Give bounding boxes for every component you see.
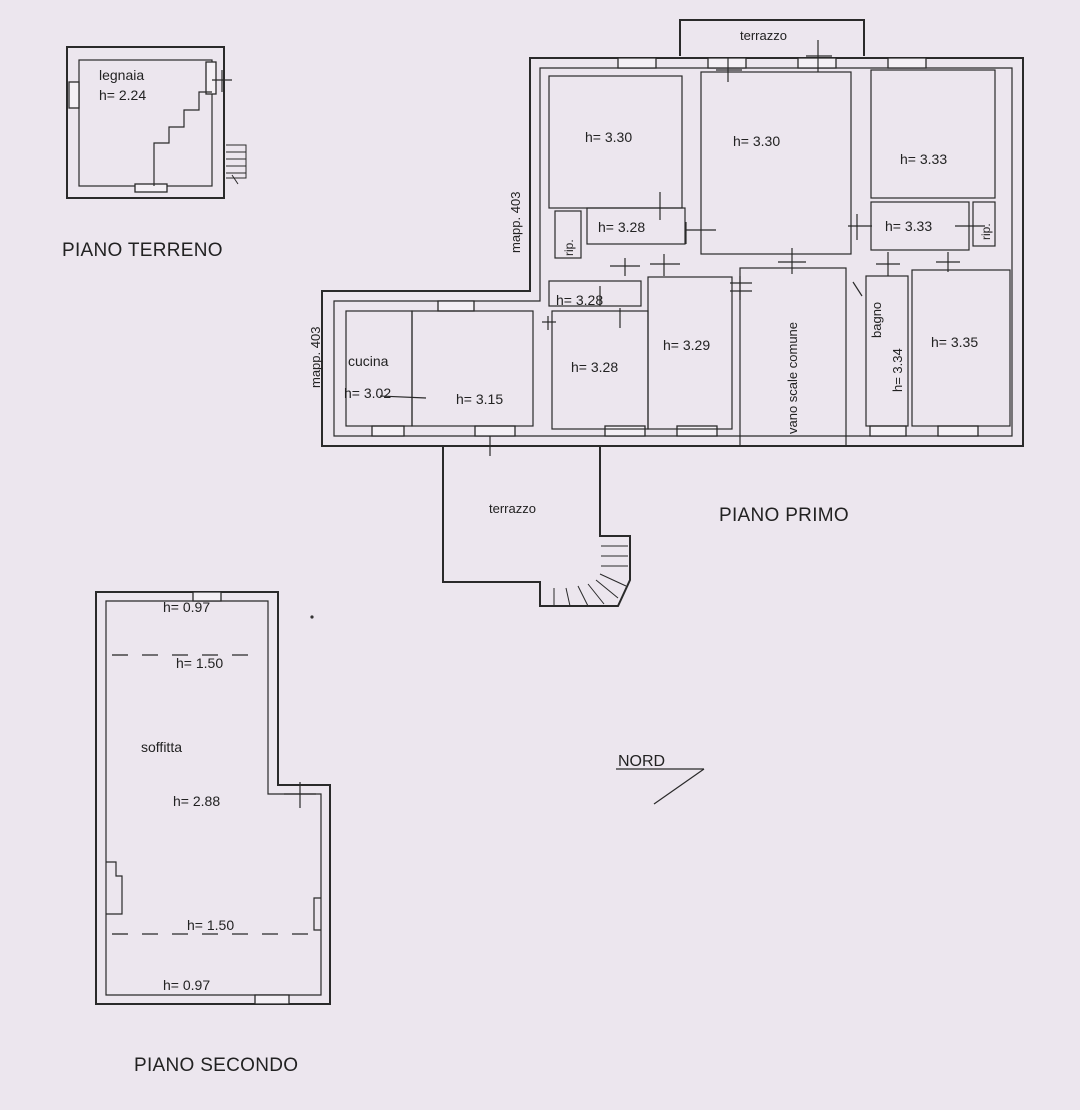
- door-marks: [379, 40, 985, 456]
- legnaia-window-bottom: [134, 183, 168, 193]
- second-floor-plan: h= 0.97 h= 1.50 soffitta h= 2.88 h= 1.50…: [95, 591, 331, 1076]
- cucina-label: cucina: [348, 353, 389, 369]
- window-bottom-4: [676, 425, 718, 437]
- nord-label: NORD: [618, 753, 665, 770]
- vano-scale-label: vano scale comune: [785, 322, 800, 434]
- soffitta-inner-wall: [105, 600, 322, 996]
- window-top-2: [707, 57, 747, 69]
- cucina-height: h= 3.02: [344, 385, 391, 401]
- ground-floor-plan: legnaia h= 2.24 PIANO TERRENO: [62, 46, 247, 261]
- room-3-height: h= 3.33: [900, 151, 947, 167]
- soffitta-h-mid: h= 2.88: [173, 793, 220, 809]
- bagno-label: bagno: [869, 302, 884, 338]
- window-bottom-2: [474, 425, 516, 437]
- terrazzo-bottom-outline: [442, 446, 631, 607]
- bagno-room: [865, 275, 909, 427]
- room-3: [870, 69, 996, 199]
- soffitta-h-top: h= 0.97: [163, 599, 210, 615]
- soffitta-outer-wall: [95, 591, 331, 1005]
- legnaia-outer-wall: [66, 46, 225, 199]
- terrazzo-top-label: terrazzo: [740, 28, 787, 43]
- soffitta-window-top: [192, 591, 222, 602]
- window-top-3: [797, 57, 837, 69]
- window-soggiorno-top: [437, 300, 475, 312]
- soffitta-niche: [313, 897, 321, 931]
- window-bottom-1: [371, 425, 405, 437]
- soffitta-h-upper: h= 1.50: [176, 655, 223, 671]
- room-2: [700, 71, 852, 255]
- first-floor-outer-wall: [321, 57, 1024, 447]
- legnaia-door: [205, 61, 217, 95]
- room-1-height: h= 3.30: [585, 129, 632, 145]
- room-6: [911, 269, 1011, 427]
- window-bottom-5: [869, 425, 907, 437]
- window-bottom-6: [937, 425, 979, 437]
- legnaia-window-left: [68, 81, 80, 109]
- legnaia-height: h= 2.24: [99, 87, 146, 103]
- room-4-height: h= 3.28: [571, 359, 618, 375]
- room-5-height: h= 3.29: [663, 337, 710, 353]
- soggiorno-height: h= 3.15: [456, 391, 503, 407]
- soffitta-h-lower: h= 1.50: [187, 917, 234, 933]
- corridor-left-height: h= 3.28: [598, 219, 645, 235]
- piano-primo-title: PIANO PRIMO: [719, 505, 849, 526]
- mapp-lower-label: mapp. 403: [308, 327, 323, 388]
- window-bottom-3: [604, 425, 646, 437]
- small-hall-height: h= 3.28: [556, 292, 603, 308]
- exterior-stair-icon: [226, 144, 247, 185]
- ripostiglio-left: [554, 210, 582, 259]
- soffitta-window-bottom: [254, 994, 290, 1005]
- corridor-right-height: h= 3.33: [885, 218, 932, 234]
- piano-terreno-title: PIANO TERRENO: [62, 240, 223, 261]
- room-5: [647, 276, 733, 430]
- legnaia-internal-stair: [153, 91, 212, 186]
- corridor-left: [586, 207, 686, 245]
- north-arrow: NORD: [616, 753, 705, 805]
- window-top-1: [617, 57, 657, 69]
- ripostiglio-right-label: rip.: [979, 223, 993, 240]
- first-floor-inner-wall: [333, 67, 1013, 437]
- legnaia-label: legnaia: [99, 67, 144, 83]
- mapp-upper-label: mapp. 403: [508, 192, 523, 253]
- soffitta-label: soffitta: [141, 739, 182, 755]
- spiral-stair-icon: [553, 535, 628, 607]
- soffitta-h-bottom: h= 0.97: [163, 977, 210, 993]
- stray-dot: [310, 615, 314, 619]
- ripostiglio-right: [972, 201, 996, 247]
- north-arrow-icon: [653, 768, 705, 805]
- soffitta-chimney: [106, 861, 123, 915]
- room-2-height: h= 3.30: [733, 133, 780, 149]
- soggiorno-room: [411, 310, 534, 427]
- small-hall: [548, 280, 642, 307]
- ripostiglio-left-label: rip.: [562, 239, 576, 256]
- room-6-height: h= 3.35: [931, 334, 978, 350]
- window-top-4: [887, 57, 927, 69]
- first-floor-plan: terrazzo: [308, 19, 1024, 607]
- piano-secondo-title: PIANO SECONDO: [134, 1055, 298, 1076]
- terrazzo-bottom-label: terrazzo: [489, 501, 536, 516]
- vano-scale-room: [739, 267, 847, 447]
- bagno-height: h= 3.34: [890, 348, 905, 392]
- terrazzo-top-outline: [679, 19, 865, 56]
